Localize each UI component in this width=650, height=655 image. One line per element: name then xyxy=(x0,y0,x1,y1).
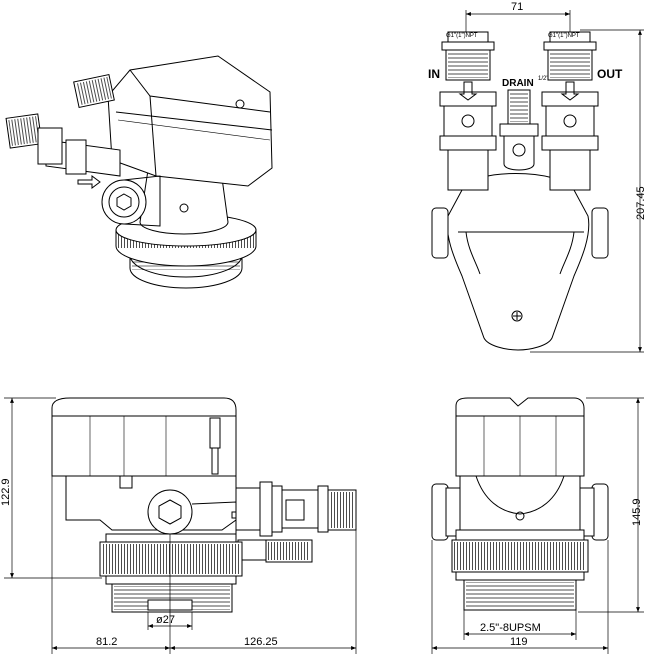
isometric-view xyxy=(5,55,273,289)
dim-length: 207.45 xyxy=(635,186,647,220)
dim-port-spacing: 71 xyxy=(511,1,523,13)
dim-thread-spec: 2.5"-8UPSM xyxy=(480,622,541,634)
dim-drain-diameter: ø27 xyxy=(156,614,175,626)
side-view: 145.9 2.5"-8UPSM 119 xyxy=(431,397,644,654)
outlet-label: OUT xyxy=(597,67,623,81)
front-view: 122.9 ø27 81.2 126.25 xyxy=(0,397,357,654)
top-view: IN OUT DRAIN 1/2" G1"(1")NPT G1"(1")NPT … xyxy=(428,1,647,353)
dim-side-height: 145.9 xyxy=(631,498,643,526)
outlet-port-note: G1"(1")NPT xyxy=(548,33,580,39)
inlet-label: IN xyxy=(428,67,440,81)
dim-right-width: 126.25 xyxy=(244,636,278,648)
dim-front-height: 122.9 xyxy=(0,478,12,506)
dim-left-width: 81.2 xyxy=(96,636,117,648)
drain-size-label: 1/2" xyxy=(538,76,548,82)
inlet-port-note: G1"(1")NPT xyxy=(446,33,478,39)
dim-side-width: 119 xyxy=(510,636,528,648)
drain-label: DRAIN xyxy=(502,78,534,89)
